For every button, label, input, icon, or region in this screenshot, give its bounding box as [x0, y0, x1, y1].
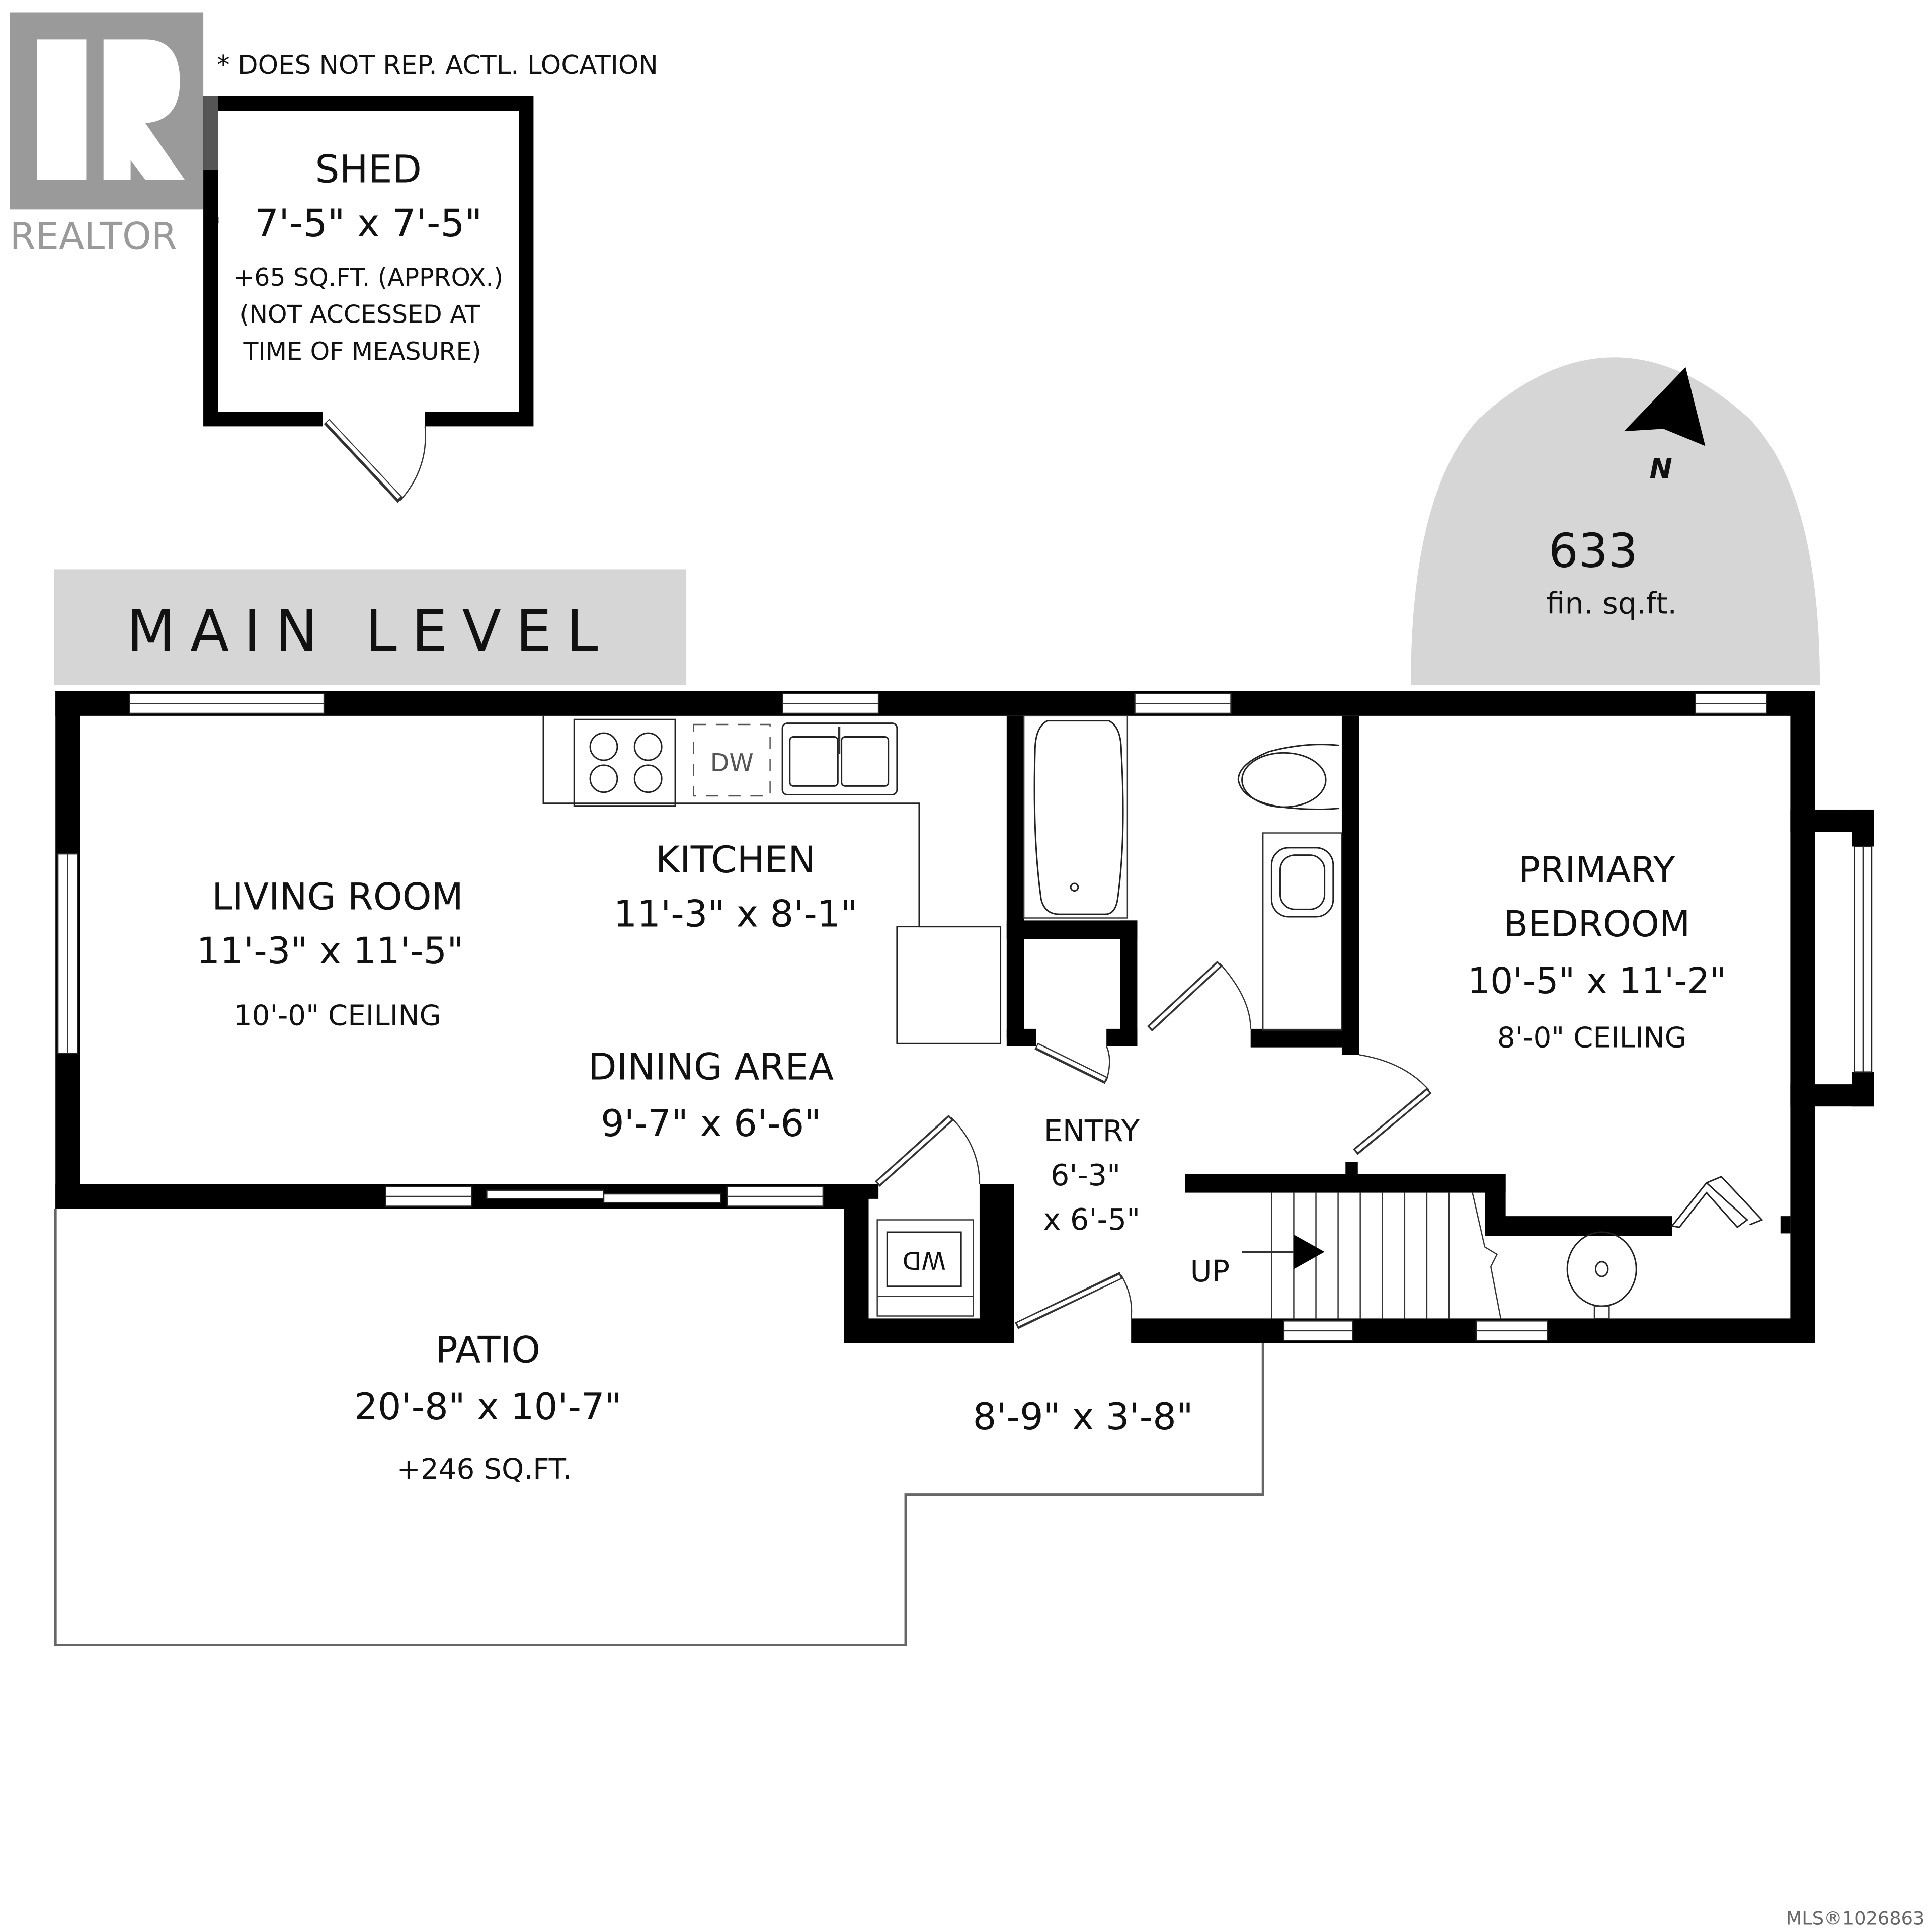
patio-area: +246 SQ.FT.	[397, 1453, 572, 1486]
dining-size: 9'-7" x 6'-6"	[601, 1102, 821, 1145]
windows	[57, 693, 1873, 1341]
toilet-icon	[1237, 744, 1340, 810]
primary-bedroom-ceiling: 8'-0" CEILING	[1497, 1022, 1687, 1055]
kitchen-name: KITCHEN	[656, 839, 816, 881]
cooktop-icon	[573, 718, 676, 807]
realtor-logo: REALTOR ®	[10, 12, 222, 258]
shed-area: +65 SQ.FT. (APPROX.)	[233, 263, 503, 292]
stairs-up-label: UP	[1190, 1254, 1230, 1289]
dining-name: DINING AREA	[588, 1045, 834, 1088]
primary-bedroom-name-1: PRIMARY	[1518, 849, 1675, 891]
entry-size-2: x 6'-5"	[1043, 1202, 1140, 1237]
walls	[55, 691, 1874, 1343]
realtor-logo-text: REALTOR	[10, 215, 177, 258]
kitchen-size: 11'-3" x 8'-1"	[614, 893, 858, 936]
kitchen-counters: DW	[542, 715, 1002, 1044]
vanity-sink-icon	[1270, 847, 1334, 918]
dishwasher-icon	[693, 723, 771, 797]
level-banner: MAIN LEVEL	[54, 569, 687, 685]
stairs-up-arrow-icon	[1294, 1234, 1325, 1269]
washer-dryer-icon: WD	[876, 1219, 974, 1317]
bathtub-icon	[1033, 720, 1124, 915]
water-heater-icon	[1566, 1231, 1637, 1319]
shed-name: SHED	[315, 147, 422, 191]
shed-size: 7'-5" x 7'-5"	[255, 201, 482, 246]
mls-number: MLS®1026863	[1786, 1907, 1925, 1929]
room-labels: LIVING ROOM 11'-3" x 11'-5" 10'-0" CEILI…	[197, 839, 1726, 1486]
north-label: N	[1650, 453, 1672, 485]
shed-note-1: (NOT ACCESSED AT	[239, 300, 480, 329]
sink-icon	[781, 722, 898, 796]
bathroom-fixtures	[1023, 715, 1343, 1031]
patio-name: PATIO	[436, 1329, 541, 1372]
dishwasher-label: DW	[710, 749, 754, 777]
living-room-ceiling: 10'-0" CEILING	[234, 1000, 441, 1032]
finished-area-value: 633	[1549, 524, 1638, 578]
doors	[874, 960, 1763, 1329]
shed-note-2: TIME OF MEASURE)	[243, 337, 481, 366]
living-room-name: LIVING ROOM	[212, 875, 463, 918]
patio-outline	[54, 1209, 1264, 1646]
finished-area-unit: fin. sq.ft.	[1546, 586, 1677, 621]
patio-size: 20'-8" x 10'-7"	[354, 1386, 622, 1428]
primary-bedroom-size: 10'-5" x 11'-2"	[1468, 960, 1726, 1002]
level-title: MAIN LEVEL	[127, 598, 613, 664]
area-badge: N 633 fin. sq.ft.	[1411, 357, 1820, 685]
north-arrow-icon	[1624, 367, 1706, 446]
patio-extension-size: 8'-9" x 3'-8"	[973, 1396, 1193, 1438]
washer-dryer-label: WD	[903, 1246, 946, 1274]
entry-size-1: 6'-3"	[1051, 1158, 1120, 1192]
primary-bedroom-name-2: BEDROOM	[1504, 903, 1691, 945]
location-disclaimer: * DOES NOT REP. ACTL. LOCATION	[217, 50, 658, 80]
living-room-size: 11'-3" x 11'-5"	[197, 930, 464, 973]
stairs: UP	[1190, 1192, 1502, 1319]
shed: SHED 7'-5" x 7'-5" +65 SQ.FT. (APPROX.) …	[203, 96, 534, 503]
entry-name: ENTRY	[1044, 1113, 1140, 1148]
